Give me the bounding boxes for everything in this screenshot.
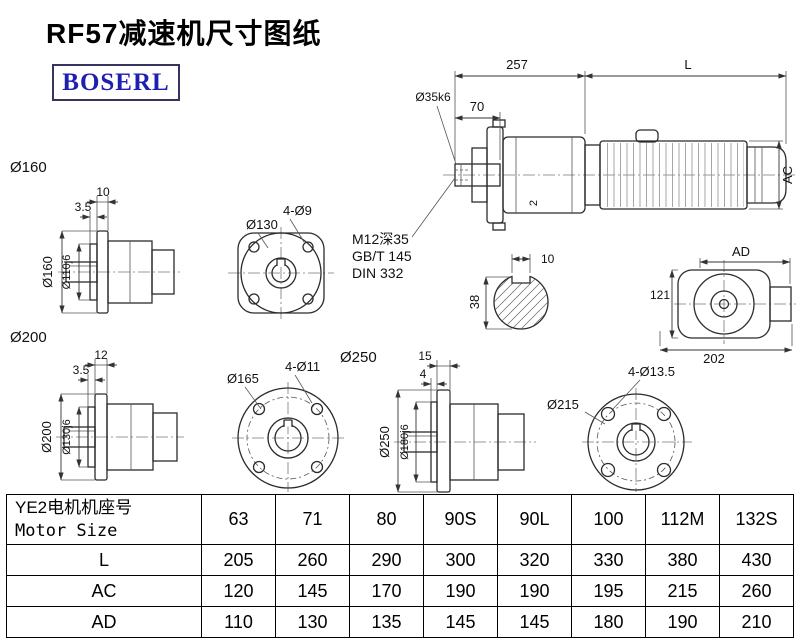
table-cell: 190 [645,606,720,638]
group-label-200: Ø200 [10,329,47,346]
table-cell: 145 [423,606,498,638]
dim-label-121: 121 [650,288,670,302]
table-cell: 380 [645,544,720,576]
table-cell: 135 [349,606,424,638]
dim-label-10: 10 [96,185,110,199]
table-cell: 110 [201,606,276,638]
dim-label-3-5b: 3.5 [73,363,90,377]
table-cell: 210 [719,606,794,638]
dim-label-AC: AC [780,166,795,184]
holes-label-4x11: 4-Ø11 [285,359,320,374]
table-cell: 290 [349,544,424,576]
dim-label-AD: AD [732,244,750,259]
notes-block: M12深35 GB/T 145 DIN 332 [352,177,456,281]
motor-size-table: YE2电机机座号 Motor Size 63 71 80 90S 90L 100… [6,494,794,638]
size-col-header: 90L [497,494,572,545]
table-cell: 260 [275,544,350,576]
main-assembly-view: 257 L 70 Ø35k6 AC 2 [415,57,795,231]
group-label-250: Ø250 [340,349,377,366]
flange250-side-view: Ø250 15 4 Ø250 Ø180j6 [340,349,536,493]
flange250-front-view: 4-Ø13.5 Ø215 [547,364,692,492]
flange200-front-view: Ø165 4-Ø11 [227,359,344,492]
table-cell: 190 [423,575,498,607]
size-col-header: 63 [201,494,276,545]
flange200-side-view: Ø200 12 3.5 Ø200 Ø130j6 [10,329,184,481]
size-col-header: 112M [645,494,720,545]
table-cell: 300 [423,544,498,576]
dim-label-2: 2 [528,200,540,206]
dia-label-250: Ø250 [377,426,392,458]
row-label: AD [6,606,202,638]
holes-label-4x9: 4-Ø9 [283,203,312,218]
flange160-front-view: Ø130 4-Ø9 [228,203,334,319]
table-cell: 180 [571,606,646,638]
table-row-AD: AD 110 130 135 145 145 180 190 210 [6,606,794,638]
table-cell: 430 [719,544,794,576]
shaft-section-view: 10 38 [467,252,555,330]
page-title: RF57减速机尺寸图纸 [46,18,322,49]
row-label: L [6,544,202,576]
table-cell: 195 [571,575,646,607]
table-row-L: L 205 260 290 300 320 330 380 430 [6,544,794,576]
flange160-side-view: Ø160 10 3.5 Ø160 Ø110j6 [10,159,180,314]
dim-label-257: 257 [506,57,528,72]
size-col-header: 80 [349,494,424,545]
table-cell: 190 [497,575,572,607]
table-header-row: YE2电机机座号 Motor Size 63 71 80 90S 90L 100… [6,494,794,545]
dim-label-L: L [684,57,691,72]
dim-label-4: 4 [420,367,427,381]
motor-size-header: YE2电机机座号 Motor Size [6,494,202,545]
size-col-header: 132S [719,494,794,545]
technical-drawing-canvas: 257 L 70 Ø35k6 AC 2 Ø160 [10,57,796,493]
key-width-label: 10 [541,252,555,266]
bolt-circle-label-130: Ø130 [246,217,278,232]
shaft-height-label: 38 [467,295,482,309]
table-cell: 330 [571,544,646,576]
motor-size-header-cn: YE2电机机座号 [15,498,133,518]
table-cell: 120 [201,575,276,607]
size-col-header: 90S [423,494,498,545]
table-cell: 320 [497,544,572,576]
size-col-header: 100 [571,494,646,545]
note-din: DIN 332 [352,265,404,281]
motor-size-header-en: Motor Size [15,520,118,541]
table-cell: 145 [275,575,350,607]
dim-label-202: 202 [703,351,725,366]
note-tap-hole: M12深35 [352,231,409,247]
dim-label-3-5: 3.5 [75,200,92,214]
bolt-circle-label-215: Ø215 [547,397,579,412]
dia-label-160: Ø160 [40,256,55,288]
table-row-AC: AC 120 145 170 190 190 195 215 260 [6,575,794,607]
table-cell: 205 [201,544,276,576]
shaft-diameter-label: Ø35k6 [415,90,451,104]
dim-label-70: 70 [470,99,484,114]
dia-label-130j6: Ø130j6 [61,419,73,454]
table-cell: 145 [497,606,572,638]
dim-label-12: 12 [94,348,108,362]
row-label: AC [6,575,202,607]
table-cell: 130 [275,606,350,638]
table-cell: 260 [719,575,794,607]
note-gbt: GB/T 145 [352,248,412,264]
dia-label-200: Ø200 [39,421,54,453]
table-cell: 170 [349,575,424,607]
brand-logo-text: BOSERL [62,68,170,96]
bolt-circle-label-165: Ø165 [227,371,259,386]
dia-label-110j6: Ø110j6 [61,255,73,290]
holes-label-4x13-5: 4-Ø13.5 [628,364,675,379]
dia-label-180j6: Ø180j6 [399,424,411,459]
dim-label-15: 15 [418,349,432,363]
table-cell: 215 [645,575,720,607]
brand-logo: BOSERL [52,64,180,101]
group-label-160: Ø160 [10,159,47,176]
motor-rear-view: AD 121 202 [650,244,796,366]
size-col-header: 71 [275,494,350,545]
